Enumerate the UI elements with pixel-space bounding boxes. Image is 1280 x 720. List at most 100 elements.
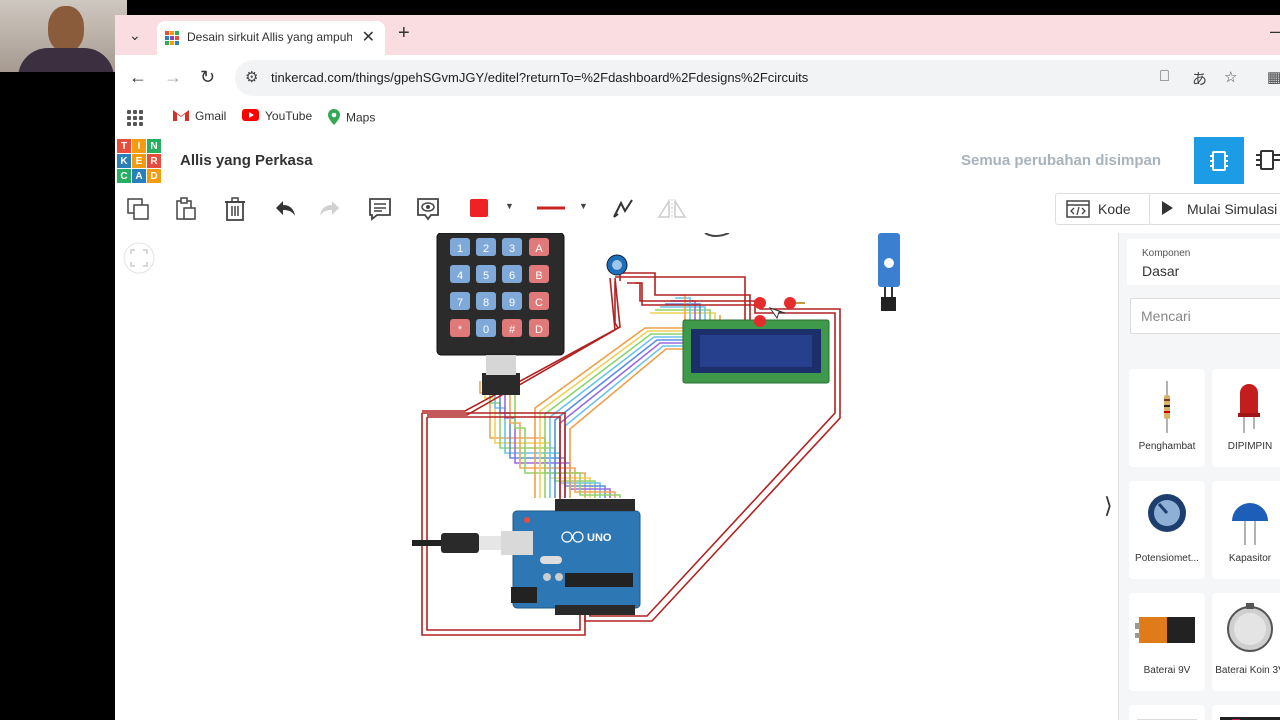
components-value: Dasar	[1142, 263, 1180, 279]
tab-strip: ⌄ Desain sirkuit Allis yang ampuh ✕ + –	[115, 15, 1280, 55]
svg-text:8: 8	[483, 297, 489, 309]
tab-close-icon[interactable]: ✕	[361, 29, 375, 46]
install-app-icon[interactable]: ⎕	[1160, 68, 1170, 85]
notes-visibility-icon[interactable]	[416, 197, 440, 221]
code-label: Kode	[1098, 201, 1131, 217]
component-label: Baterai Koin 3V	[1215, 665, 1280, 676]
component-card-breadboard[interactable]	[1129, 705, 1205, 720]
color-dropdown-icon[interactable]: ▼	[505, 201, 514, 211]
arduino-uno[interactable]: UNO	[501, 499, 641, 615]
component-label: Kapasitor	[1228, 553, 1272, 564]
components-dropdown[interactable]: Komponen Dasar	[1127, 239, 1280, 285]
person-head	[48, 6, 84, 52]
schematic-view-button[interactable]	[1256, 149, 1280, 176]
component-card-microbit[interactable]	[1212, 705, 1280, 720]
nav-bar: ← → ↻ ⚙ tinkercad.com/things/gpehSGvmJGY…	[115, 55, 1280, 101]
component-edge	[704, 233, 730, 237]
bookmark-label: YouTube	[265, 109, 313, 123]
rotate-icon[interactable]	[611, 197, 635, 221]
delete-icon[interactable]	[223, 197, 247, 221]
duplicate-icon[interactable]	[126, 197, 150, 221]
servo-motor[interactable]	[878, 233, 900, 311]
fit-view-icon[interactable]	[123, 242, 155, 274]
tab-search-icon[interactable]: ⌄	[129, 27, 141, 43]
undo-icon[interactable]	[273, 197, 297, 221]
start-simulation-button[interactable]: Mulai Simulasi	[1149, 193, 1280, 225]
mouse-cursor	[768, 307, 786, 320]
maps-icon	[328, 109, 340, 128]
svg-text:B: B	[535, 270, 542, 282]
code-button[interactable]: Kode	[1055, 193, 1152, 225]
start-simulation-label: Mulai Simulasi	[1187, 201, 1278, 217]
app-header: T I N K E R C A D Allis yang Perkasa Sem…	[115, 135, 1280, 186]
bookmarks-bar: Gmail YouTube Maps	[115, 101, 1280, 136]
svg-text:UNO: UNO	[587, 532, 612, 544]
component-card-resistor[interactable]: Penghambat	[1129, 369, 1205, 467]
wire-type-icon[interactable]	[537, 205, 565, 211]
flip-icon[interactable]	[657, 197, 687, 221]
svg-text:D: D	[535, 324, 543, 336]
svg-text:C: C	[535, 297, 543, 309]
tab-active[interactable]: Desain sirkuit Allis yang ampuh ✕	[157, 21, 385, 55]
bookmark-youtube[interactable]: YouTube	[242, 109, 312, 124]
component-card-led[interactable]: DIPIMPIN	[1212, 369, 1280, 467]
back-icon[interactable]: ←	[129, 67, 147, 87]
design-title[interactable]: Allis yang Perkasa	[180, 152, 313, 169]
svg-text:3: 3	[509, 243, 515, 255]
redo-icon[interactable]	[318, 197, 342, 221]
resistor-leds[interactable]	[754, 297, 805, 327]
code-icon	[1066, 200, 1090, 218]
address-bar[interactable]: ⚙ tinkercad.com/things/gpehSGvmJGY/edite…	[235, 60, 1280, 96]
panel-collapse-icon[interactable]: ⟩	[1104, 493, 1113, 518]
circuit-drawing[interactable]: 1 2 3 A 4 5 6 B 7 8 9 C * 0 # D	[115, 233, 1118, 720]
extensions-icon[interactable]: ▦	[1267, 69, 1280, 86]
svg-text:A: A	[535, 243, 543, 255]
component-label: Penghambat	[1138, 441, 1196, 452]
components-search-input[interactable]: Mencari	[1130, 298, 1280, 334]
svg-text:5: 5	[483, 270, 489, 282]
component-card-battery-9v[interactable]: Baterai 9V	[1129, 593, 1205, 691]
battery-9v-icon	[1135, 617, 1195, 643]
apps-grid-icon[interactable]	[127, 110, 143, 126]
bookmark-star-icon[interactable]: ☆	[1224, 69, 1238, 86]
breadboard-icon	[1137, 719, 1197, 720]
svg-text:7: 7	[457, 297, 463, 309]
bookmark-maps[interactable]: Maps	[328, 109, 375, 128]
wire-dropdown-icon[interactable]: ▼	[579, 201, 588, 211]
site-info-icon[interactable]: ⚙	[245, 69, 259, 86]
component-label: Baterai 9V	[1143, 665, 1191, 676]
components-label: Komponen	[1142, 248, 1191, 259]
reload-icon[interactable]: ↻	[200, 67, 216, 87]
paste-icon[interactable]	[174, 197, 198, 221]
forward-icon[interactable]: →	[164, 67, 182, 87]
component-card-capacitor[interactable]: Kapasitor	[1212, 481, 1280, 579]
color-picker-swatch[interactable]	[470, 199, 488, 217]
address-url[interactable]: tinkercad.com/things/gpehSGvmJGY/editel?…	[271, 70, 809, 85]
circuit-view-button[interactable]	[1194, 137, 1244, 184]
play-icon	[1162, 201, 1173, 215]
keypad-keys: 1 2 3 A 4 5 6 B 7 8 9 C * 0 # D	[450, 238, 549, 337]
bookmark-gmail[interactable]: Gmail	[173, 109, 226, 124]
usb-cable	[412, 533, 501, 553]
svg-text:9: 9	[509, 297, 515, 309]
coin-battery-icon	[1227, 603, 1273, 652]
component-label: Potensiomet...	[1135, 553, 1199, 564]
tinkercad-logo[interactable]: T I N K E R C A D	[117, 139, 161, 183]
lcd-display[interactable]	[682, 319, 830, 384]
save-status: Semua perubahan disimpan	[961, 152, 1162, 169]
minimize-icon[interactable]: –	[1269, 21, 1280, 41]
translate-icon[interactable]: あ	[1192, 71, 1208, 88]
circuit-canvas[interactable]: 1 2 3 A 4 5 6 B 7 8 9 C * 0 # D	[115, 233, 1118, 720]
component-card-potentiometer[interactable]: Potensiomet...	[1129, 481, 1205, 579]
new-tab-icon[interactable]: +	[398, 22, 410, 44]
bookmark-label: Gmail	[195, 109, 227, 123]
browser-window: ⌄ Desain sirkuit Allis yang ampuh ✕ + – …	[115, 15, 1280, 720]
led-icon	[1238, 384, 1260, 433]
component-card-coin-battery[interactable]: Baterai Koin 3V	[1212, 593, 1280, 691]
resistor-icon	[1164, 381, 1170, 433]
svg-text:*: *	[458, 324, 463, 336]
gmail-icon	[173, 109, 189, 124]
potentiometer[interactable]	[606, 254, 628, 276]
notes-icon[interactable]	[368, 197, 392, 221]
bookmark-label: Maps	[346, 110, 376, 125]
